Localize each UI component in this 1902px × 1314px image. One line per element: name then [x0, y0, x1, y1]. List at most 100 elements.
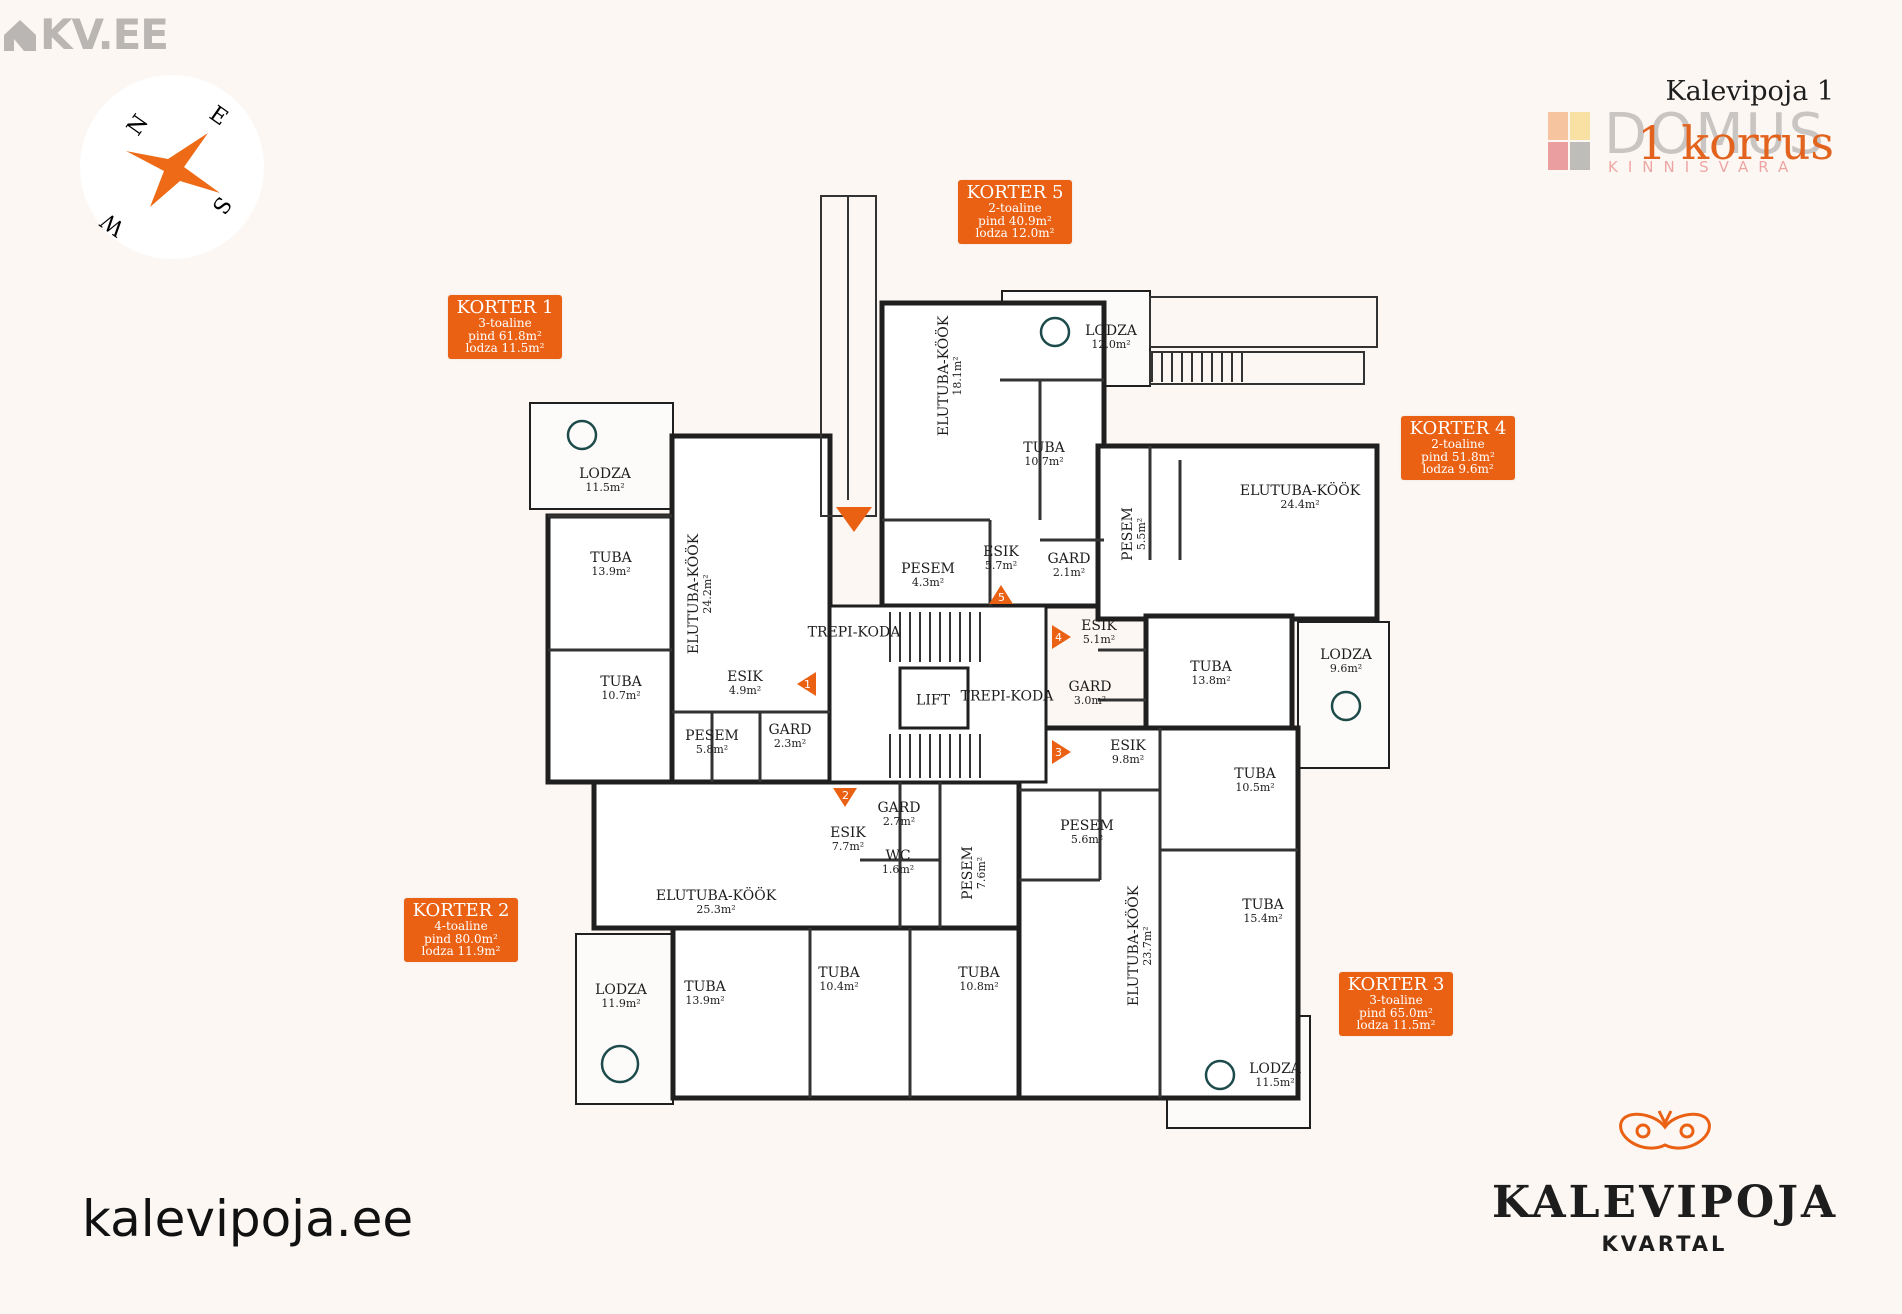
- room-name: PESEM: [1119, 507, 1136, 561]
- apartment-loggia: lodza 9.6m²: [1422, 461, 1494, 476]
- kv-ee-logo: KV.EE: [2, 10, 169, 59]
- apartment-4: [1095, 443, 1380, 622]
- entrance-marker-2: 2: [833, 788, 857, 807]
- entrance-number: 3: [1055, 746, 1062, 759]
- floor-title: 1 korrus: [1637, 116, 1834, 170]
- apartment-area: pind 61.8m²: [468, 328, 542, 343]
- room-area: 11.9m²: [601, 996, 641, 1010]
- room-name: LODZA: [595, 981, 647, 998]
- apartment-rooms: 2-toaline: [1431, 437, 1485, 452]
- kv-logo-text: KV.EE: [40, 10, 169, 59]
- apartment-loggia: lodza 12.0m²: [975, 225, 1055, 240]
- room-area: 2.1m²: [1052, 565, 1086, 579]
- apartment-title: KORTER 4: [1409, 418, 1507, 439]
- website-link[interactable]: kalevipoja.ee: [82, 1190, 414, 1248]
- room-area: 9.8m²: [1111, 752, 1145, 766]
- apartment-title: KORTER 3: [1347, 974, 1445, 995]
- apartment-rooms: 3-toaline: [1369, 993, 1423, 1008]
- room-area: 10.5m²: [1235, 780, 1275, 794]
- entrance-marker-3: 3: [1052, 740, 1071, 764]
- room-name: TUBA: [684, 978, 726, 995]
- room-name: LODZA: [1249, 1060, 1301, 1077]
- room-name: ESIK: [1081, 617, 1117, 634]
- entrance-number: 2: [842, 789, 849, 802]
- room-name: ESIK: [983, 543, 1019, 560]
- room-area: 13.9m²: [685, 993, 725, 1007]
- room-area: 10.7m²: [601, 688, 641, 702]
- room-name: ESIK: [1110, 737, 1146, 754]
- room-area: 1.6m²: [881, 862, 915, 876]
- room-area: 7.7m²: [831, 839, 865, 853]
- apartment-rooms: 4-toaline: [434, 919, 488, 934]
- room-area: 4.3m²: [911, 575, 945, 589]
- room-name: ELUTUBA-KÖÖK: [1239, 482, 1361, 499]
- room-area: 11.5m²: [585, 480, 625, 494]
- plan-details: [548, 195, 1378, 1098]
- room-name: ESIK: [727, 668, 763, 685]
- apartment-1-living: [669, 433, 833, 785]
- apartment-4-bedroom: [1143, 613, 1295, 731]
- compass-star-icon: [126, 133, 220, 207]
- project-logo-sub: KVARTAL: [1601, 1232, 1728, 1256]
- room-name: PESEM: [1060, 817, 1114, 834]
- room-area: 10.8m²: [959, 979, 999, 993]
- address-title: Kalevipoja 1: [1665, 76, 1834, 107]
- table-icon: [566, 419, 598, 451]
- table-icon: [600, 1044, 640, 1084]
- compass: N E S W: [80, 75, 264, 259]
- entrance-number: 5: [998, 591, 1005, 604]
- apartment-label-4: KORTER 4 2-toaline pind 51.8m² lodza 9.6…: [1401, 416, 1515, 481]
- room-name: GARD: [1047, 550, 1091, 567]
- apartment-5: [879, 300, 1107, 609]
- apartment-label-2: KORTER 2 4-toaline pind 80.0m² lodza 11.…: [404, 898, 518, 963]
- room-area: 11.5m²: [1255, 1075, 1295, 1089]
- main-entrance-arrow-icon: [836, 507, 872, 532]
- room-area: 2.7m²: [882, 814, 916, 828]
- room-area: 4.9m²: [728, 683, 762, 697]
- room-area: 5.7m²: [984, 558, 1018, 572]
- room-area: 10.4m²: [819, 979, 859, 993]
- room-area: 5.8m²: [695, 742, 729, 756]
- room-area: 13.9m²: [591, 564, 631, 578]
- apartment-loggia: lodza 11.9m²: [421, 943, 501, 958]
- room-name: PESEM: [685, 727, 739, 744]
- room-area: 9.6m²: [1329, 661, 1363, 675]
- entrance-marker-1: 1: [797, 672, 816, 696]
- apartment-title: KORTER 1: [456, 297, 554, 318]
- room-area: 13.8m²: [1191, 673, 1231, 687]
- room-label: LIFT: [916, 693, 950, 709]
- room-name: ESIK: [830, 824, 866, 841]
- room-area: 3.0m²: [1073, 693, 1107, 707]
- kalevipoja-kvartal-logo: KALEVIPOJA KVARTAL: [1492, 1105, 1837, 1256]
- apartment-label-1: KORTER 1 3-toaline pind 61.8m² lodza 11.…: [448, 295, 562, 360]
- room-area: 5.5m²: [1134, 517, 1148, 551]
- room-name: TUBA: [590, 549, 632, 566]
- room-name: TUBA: [1242, 896, 1284, 913]
- room-name: TUBA: [1234, 765, 1276, 782]
- room-area: 2.3m²: [773, 736, 807, 750]
- table-icon: [1204, 1059, 1236, 1091]
- lodza-k2: [575, 933, 674, 1105]
- entrance-marker-5: 5: [989, 585, 1013, 604]
- room-name: ELUTUBA-KÖÖK: [655, 887, 777, 904]
- room-area: 18.1m²: [950, 356, 964, 396]
- room-label: TREPI-KODA: [961, 689, 1054, 705]
- room-name: TUBA: [600, 673, 642, 690]
